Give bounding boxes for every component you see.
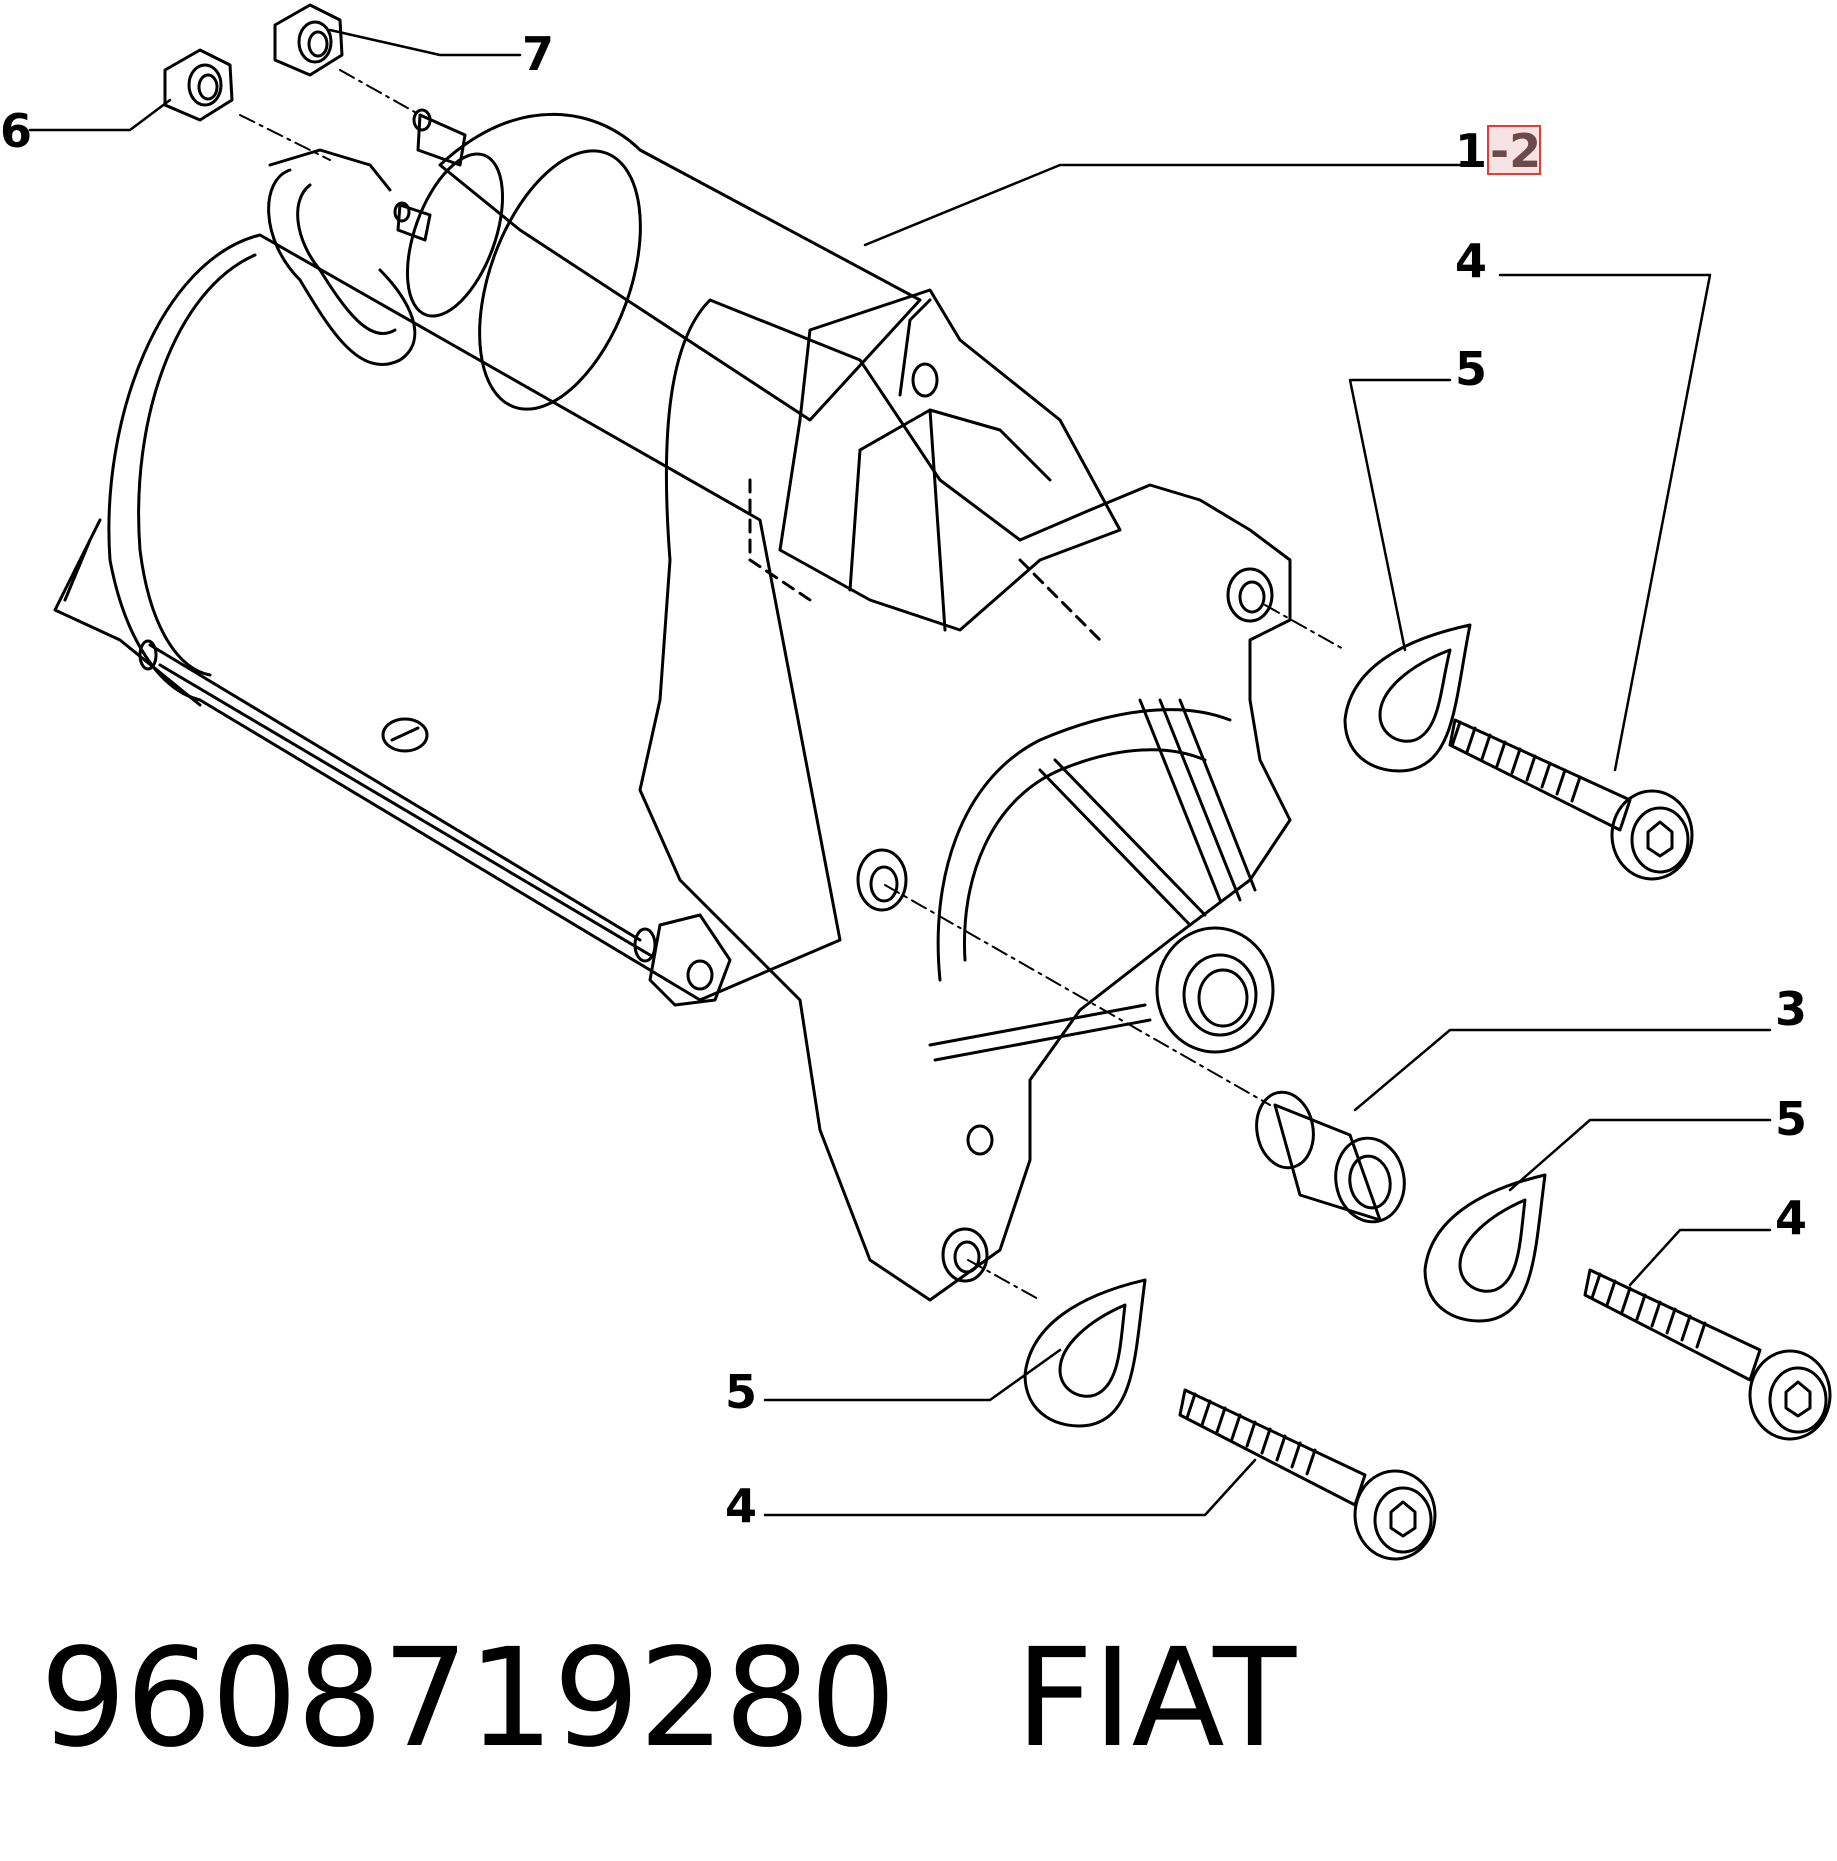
callout-7: 7 [522,27,554,81]
washer-5-top [1343,623,1472,773]
washer-5-bottom [1023,1278,1147,1428]
callout-5-bottom: 5 [725,1365,757,1419]
rib-2 [928,1003,1147,1047]
mounting-hole-bottom [941,1227,989,1283]
callout-6: 6 [0,104,32,158]
bolt-4-bottom [1178,1388,1437,1561]
callout-4-bottom: 4 [725,1479,757,1533]
bushing-3 [1255,1090,1406,1224]
alignment-lines [239,69,1346,1301]
caption: 9608719280 FIAT [40,1620,1415,1778]
terminal-strap [267,168,417,367]
rib-1 [1038,768,1192,927]
pinion-bearing-boss [1155,926,1275,1054]
solenoid-terminal-lower [396,203,432,242]
starter-motor [53,108,1292,1302]
solenoid-terminal-upper [416,113,467,167]
motor-housing [107,233,842,1002]
leader-lines [28,28,1772,1517]
callout-4-right: 4 [1775,1191,1807,1245]
solenoid-end-cap [405,152,505,318]
bolt-4-right [1583,1268,1832,1441]
callout-3: 3 [1775,982,1807,1036]
callout-5-right: 5 [1775,1092,1807,1146]
solenoid-body [438,112,922,422]
mounting-hole-top [1226,567,1274,623]
callout-1: 1 [1455,124,1487,178]
logo-oval [381,717,429,753]
drive-end-housing [638,298,1292,1302]
brand-name: FIAT [1015,1620,1296,1778]
nut-6 [163,48,234,122]
mounting-hole-mid [856,848,908,912]
bolt-4-top [1448,718,1694,881]
callout-1-suffix: -2 [1490,124,1541,178]
nut-7 [273,3,344,77]
callout-5-top: 5 [1455,342,1487,396]
rib-3 [1138,698,1222,902]
callout-4-top: 4 [1455,234,1487,288]
washer-5-right [1423,1173,1547,1323]
brush-cover [778,288,1122,632]
rear-lug [648,913,732,1007]
rear-bracket [53,518,202,707]
tie-rod [148,643,642,942]
highlight-box [1487,125,1541,175]
part-number: 9608719280 [40,1620,896,1778]
